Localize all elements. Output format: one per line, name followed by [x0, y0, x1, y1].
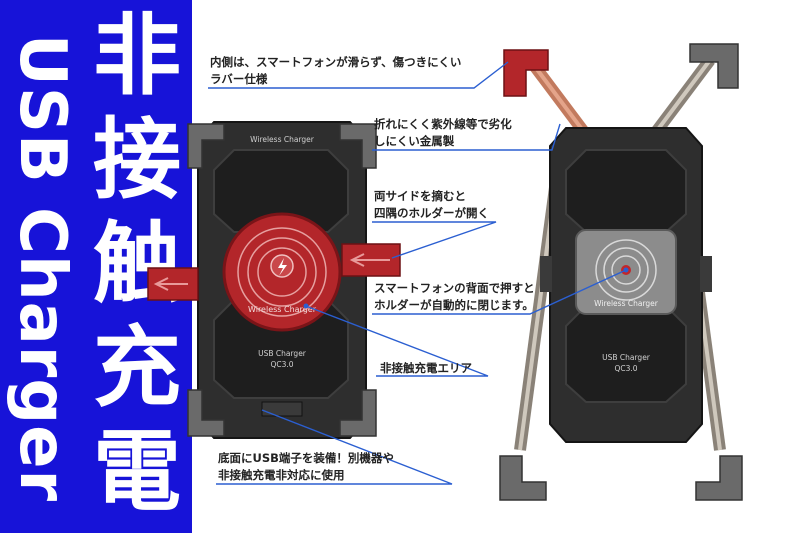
jp-char-1: 非	[92, 4, 181, 107]
callout-rubber: 内側は、スマートフォンが滑らず、傷つきにくい ラバー仕様	[210, 54, 461, 88]
front-top-label: Wireless Charger	[250, 135, 315, 144]
callout-usb-line2: 非接触充電非対応に使用	[218, 468, 345, 482]
callout-lines	[208, 61, 627, 485]
open-usb-label: USB Charger	[602, 353, 651, 362]
jp-char-5: 電	[92, 420, 181, 523]
phone-holder-front: Wireless Charger Wireless Charger USB Ch…	[147, 121, 401, 439]
front-pad-label: Wireless Charger	[248, 305, 317, 314]
callout-rubber-line2: ラバー仕様	[210, 72, 268, 86]
callout-auto-line2: ホルダーが自動的に閉じます。	[374, 298, 534, 312]
bolt-icon	[278, 258, 287, 276]
title-banner: USB Charger 非 接 触 充 電	[0, 0, 192, 533]
open-qc-label: QC3.0	[614, 364, 637, 373]
callout-rubber-line1: 内側は、スマートフォンが滑らず、傷つきにくい	[210, 55, 462, 69]
callout-metal-line1: 折れにくく紫外線等で劣化	[374, 117, 512, 131]
callout-area: 非接触充電エリア	[380, 360, 472, 377]
jp-char-4: 充	[92, 316, 181, 419]
callout-metal: 折れにくく紫外線等で劣化 しにくい金属製	[374, 116, 512, 150]
callout-sides: 両サイドを摘むと 四隅のホルダーが開く	[374, 188, 489, 222]
callout-metal-line2: しにくい金属製	[374, 134, 455, 148]
jp-char-2: 接	[92, 108, 181, 211]
callout-sides-line1: 両サイドを摘むと	[374, 189, 466, 203]
callout-sides-line2: 四隅のホルダーが開く	[374, 206, 489, 220]
phone-holder-open: Wireless Charger USB Charger QC3.0	[499, 43, 743, 501]
callout-area-line1: 非接触充電エリア	[380, 361, 472, 375]
callout-auto-line1: スマートフォンの背面で押すと	[374, 281, 535, 295]
callout-usb: 底面にUSB端子を装備！別機器や 非接触充電非対応に使用	[218, 450, 394, 484]
callout-auto: スマートフォンの背面で押すと ホルダーが自動的に閉じます。	[374, 280, 535, 314]
callout-usb-line1: 底面にUSB端子を装備！別機器や	[218, 451, 394, 465]
open-pad-label: Wireless Charger	[594, 299, 659, 308]
banner-jp-text: 非 接 触 充 電	[84, 4, 190, 524]
front-usb-label: USB Charger	[258, 349, 307, 358]
front-qc-label: QC3.0	[270, 360, 293, 369]
